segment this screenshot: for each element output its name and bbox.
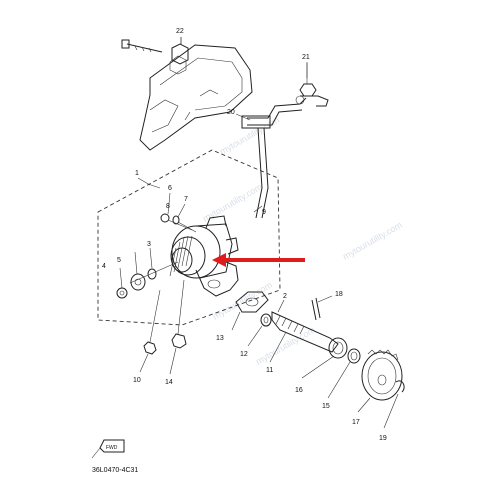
- gasket-part-13: [235, 291, 269, 313]
- nut-part-4: [116, 287, 128, 299]
- part-label-4: 4: [102, 263, 106, 270]
- part-label-2: 2: [283, 293, 287, 300]
- red-pointer-arrow: [212, 253, 305, 267]
- bolt-part-10: [143, 289, 161, 355]
- part-label-7: 7: [184, 196, 188, 203]
- seal-part-12: [260, 313, 272, 327]
- part-label-19: 19: [379, 435, 387, 442]
- bolt-part-21: [299, 62, 317, 97]
- part-label-13: 13: [216, 335, 224, 342]
- drawing-code: 36L0470-4C31: [92, 467, 138, 474]
- part-label-1: 1: [135, 170, 139, 177]
- part-label-18: 18: [335, 291, 343, 298]
- watermark-3: mytourutility.com: [211, 280, 274, 322]
- watermark-2: mytourutility.com: [201, 182, 264, 224]
- part-label-3: 3: [147, 241, 151, 248]
- oil-pipe-part-20: [241, 95, 329, 219]
- watermark-4: mytourutility.com: [254, 325, 317, 367]
- oil-pump-body: [169, 215, 239, 297]
- bolt-part-14: [171, 279, 187, 349]
- clip-part-19: [395, 380, 405, 393]
- part-label-14: 14: [165, 379, 173, 386]
- part-label-10: 10: [133, 377, 141, 384]
- part-label-11: 11: [266, 367, 273, 374]
- part-label-20: 20: [227, 109, 235, 116]
- bolt-part-22: [121, 37, 189, 65]
- part-label-6: 6: [168, 185, 172, 192]
- shaft-part-11: [271, 297, 339, 353]
- washer-part-3: [147, 268, 157, 280]
- part-label-15: 15: [322, 403, 330, 410]
- screw-part-6: [160, 213, 170, 223]
- small-parts-left: [116, 213, 197, 299]
- part-label-9: 9: [262, 209, 266, 216]
- part-label-8: 8: [166, 203, 170, 210]
- washer-part-5: [130, 273, 146, 291]
- fwd-text: FWD: [106, 445, 118, 451]
- leader-lines: [119, 37, 399, 429]
- part-label-17: 17: [352, 419, 360, 426]
- watermark-5: mytourutility.com: [341, 220, 404, 262]
- part-label-22: 22: [176, 28, 184, 35]
- gear-part-17: [361, 349, 403, 401]
- bushing-part-16: [328, 337, 348, 359]
- part-label-16: 16: [295, 387, 303, 394]
- crankcase-outline: [139, 44, 253, 151]
- part-labels: 1 2 3 4 5 6 7 8 9 10 11 12 13 14 15 16 1…: [102, 28, 387, 442]
- washer-part-15: [347, 348, 361, 364]
- part-label-5: 5: [117, 257, 121, 264]
- part-label-21: 21: [302, 54, 310, 61]
- fwd-symbol: FWD: [91, 439, 125, 459]
- part-label-12: 12: [240, 351, 248, 358]
- watermark-1: mytourutility.com: [218, 115, 281, 157]
- pin-part-7: [172, 215, 180, 225]
